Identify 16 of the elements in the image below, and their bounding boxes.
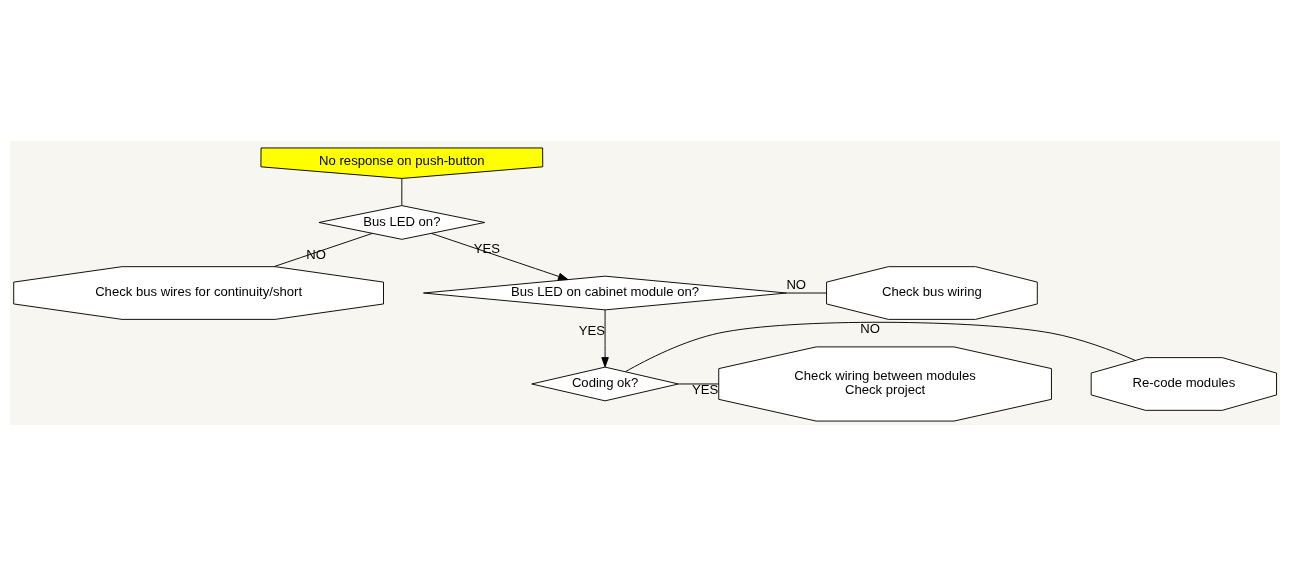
connector: [677, 383, 720, 385]
edge-label: NO: [786, 277, 807, 293]
edge-label: YES: [473, 241, 500, 256]
node-diamond: Bus LED on cabinet module on?: [423, 275, 788, 311]
node-diamond: Coding ok?: [531, 366, 679, 402]
connector: [401, 178, 403, 206]
node-diamond: Bus LED on?: [318, 205, 486, 240]
connector: [273, 232, 373, 267]
edge-label: NO: [860, 320, 880, 336]
arrow: [601, 309, 609, 368]
edge-label: NO: [306, 247, 326, 263]
connector: [786, 292, 827, 294]
edge-label: YES: [578, 322, 606, 338]
edge-label: YES: [691, 382, 719, 398]
connector: [625, 321, 1136, 373]
arrow: [430, 232, 569, 281]
